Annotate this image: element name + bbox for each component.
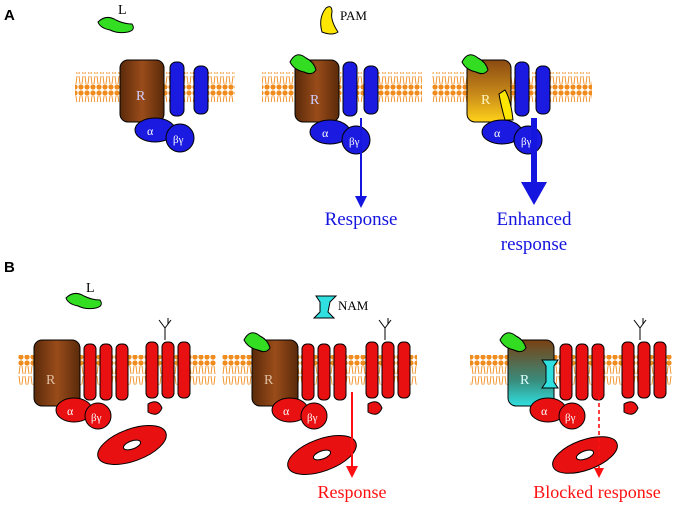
- receptor-label: R: [310, 93, 320, 108]
- g-betagamma-icon: [165, 123, 195, 153]
- receptor-complex-a1: R α βγ: [119, 59, 209, 153]
- gpcr-helix-icon: [145, 341, 159, 399]
- response-arrowhead: [355, 196, 367, 208]
- panel-a-letter: A: [4, 7, 15, 24]
- membrane-a3: [432, 72, 592, 102]
- panel-a: L PAM R α βγ R α βγ: [75, 3, 592, 255]
- effector-domain-icon: [367, 401, 383, 415]
- ligand-icon: [97, 16, 134, 34]
- bound-ligand-icon: [461, 54, 489, 75]
- bound-ligand-icon: [499, 332, 527, 353]
- gpcr-helix-icon: [342, 61, 358, 117]
- receptor-complex-b3: R α βγ: [499, 318, 667, 478]
- nam-label: NAM: [338, 298, 369, 313]
- receptor-complex-b2: R α βγ: [243, 318, 411, 478]
- gpcr-helix-icon: [397, 341, 411, 399]
- alpha-label: α: [283, 404, 290, 418]
- g-betagamma-icon: [84, 402, 112, 430]
- bound-ligand-icon: [243, 332, 271, 353]
- membrane-a2: [262, 72, 422, 102]
- enhanced-label-line1: Enhanced: [497, 209, 572, 230]
- pam-label: PAM: [340, 8, 367, 23]
- gpcr-helix-icon: [365, 341, 379, 399]
- gpcr-helix-icon: [535, 65, 551, 115]
- panel-b: L NAM R α βγ: [18, 281, 672, 502]
- ligand-icon: [65, 292, 102, 310]
- ligand-label-b: L: [86, 281, 95, 296]
- receptor-label: R: [264, 373, 274, 388]
- effector-domain-icon: [623, 401, 639, 415]
- blocked-response-arrowhead: [594, 468, 604, 478]
- gpcr-helix-icon: [575, 343, 589, 401]
- alpha-label: α: [67, 404, 74, 418]
- gpcr-helix-icon: [115, 343, 129, 401]
- receptor-complex-b1: R α βγ: [33, 318, 191, 465]
- gpcr-helix-icon: [514, 61, 530, 117]
- bound-ligand-icon: [289, 54, 317, 75]
- g-betagamma-icon: [341, 125, 371, 155]
- alpha-label: α: [322, 126, 329, 140]
- bound-nam-icon: [541, 359, 559, 389]
- pam-icon: [320, 6, 339, 35]
- alpha-label: α: [147, 124, 154, 138]
- gpcr-helix-icon: [161, 341, 175, 399]
- gpcr-helix-icon: [99, 343, 113, 401]
- glycan-icon: [378, 318, 392, 340]
- gpcr-helix-icon: [363, 65, 379, 115]
- gpcr-helix-icon: [621, 341, 635, 399]
- glycan-icon: [158, 318, 172, 340]
- betagamma-label: βγ: [349, 136, 360, 148]
- betagamma-label: βγ: [521, 136, 532, 148]
- nam-icon: [312, 295, 338, 319]
- gpcr-helix-icon: [381, 341, 395, 399]
- g-betagamma-icon: [558, 402, 586, 430]
- effector-pore-icon: [575, 449, 595, 461]
- gpcr-helix-icon: [591, 343, 605, 401]
- blocked-response-label: Blocked response: [533, 482, 660, 502]
- gpcr-helix-icon: [169, 61, 185, 117]
- betagamma-label: βγ: [307, 412, 318, 424]
- receptor-icon: [294, 59, 340, 123]
- gpcr-helix-icon: [317, 343, 331, 401]
- response-arrowhead: [346, 466, 358, 478]
- receptor-icon: [33, 339, 81, 407]
- gpcr-helix-icon: [559, 343, 573, 401]
- alpha-label: α: [541, 404, 548, 418]
- receptor-label: R: [520, 373, 530, 388]
- g-betagamma-icon: [300, 402, 328, 430]
- effector-pore-icon: [312, 449, 332, 461]
- enhanced-label-line2: response: [501, 234, 567, 255]
- gpcr-helix-icon: [333, 343, 347, 401]
- betagamma-label: βγ: [565, 412, 576, 424]
- alpha-label: α: [494, 126, 501, 140]
- gpcr-helix-icon: [653, 341, 667, 399]
- receptor-complex-a2: R α βγ: [289, 54, 379, 208]
- receptor-complex-a3: R α βγ: [461, 54, 551, 205]
- ligand-label-a: L: [118, 3, 127, 18]
- gpcr-helix-icon: [301, 343, 315, 401]
- betagamma-label: βγ: [91, 412, 102, 424]
- enhanced-response-arrowhead: [521, 182, 547, 205]
- effector-domain-icon: [147, 401, 163, 415]
- receptor-label: R: [136, 89, 146, 104]
- gpcr-helix-icon: [83, 343, 97, 401]
- glycan-icon: [633, 318, 647, 340]
- receptor-label: R: [481, 93, 491, 108]
- betagamma-label: βγ: [173, 134, 184, 146]
- response-label-b: Response: [318, 482, 387, 502]
- response-label-a: Response: [325, 209, 398, 230]
- gpcr-helix-icon: [637, 341, 651, 399]
- receptor-label: R: [46, 373, 56, 388]
- effector-pore-icon: [122, 439, 142, 451]
- gpcr-helix-icon: [193, 65, 209, 115]
- receptor-pam-bound-icon: [466, 59, 512, 123]
- panel-b-letter: B: [4, 259, 15, 276]
- gpcr-helix-icon: [177, 341, 191, 399]
